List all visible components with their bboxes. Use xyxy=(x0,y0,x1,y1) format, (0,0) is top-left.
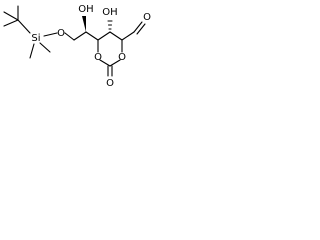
si-oxygen-bond xyxy=(43,32,58,37)
hydroxyl-left-label: OH xyxy=(78,4,93,15)
ring-oxygen-right-label: O xyxy=(118,52,126,63)
ring-c3-c4-bond xyxy=(97,31,111,41)
hydroxyl-right-label: OH xyxy=(102,7,117,18)
c5-cho-bond xyxy=(121,31,135,41)
silicon-label: Si xyxy=(31,33,40,44)
aldehyde-double-bond-b xyxy=(136,23,146,35)
molecule-diagram: Si O OH OH O O O O xyxy=(3,4,151,89)
c2-c3-bond xyxy=(85,31,99,41)
structure-canvas: Si O OH OH O O O O xyxy=(0,0,156,92)
ch2-c2-bond xyxy=(73,31,87,41)
carbonyl-oxygen-label: O xyxy=(106,78,114,89)
ring-o-carbonyl-bond-right xyxy=(109,59,121,67)
ring-oxygen-left-label: O xyxy=(94,52,102,63)
tbutyl-si-bond xyxy=(17,19,31,34)
si-methyl-bond-1 xyxy=(29,43,35,59)
aldehyde-double-bond-a xyxy=(133,21,143,33)
ring-carbonyl-o-bond-left xyxy=(99,59,111,67)
tbutyl-methyl-bond-2 xyxy=(3,19,19,27)
ring-c4-c5-bond xyxy=(109,31,123,41)
c4-oh-hash xyxy=(107,20,113,30)
ether-oxygen-label: O xyxy=(57,28,65,39)
si-methyl-bond-2 xyxy=(39,42,51,53)
oxygen-ch2-bond xyxy=(64,32,75,41)
aldehyde-oxygen-label: O xyxy=(143,12,151,23)
tbutyl-methyl-bond-1 xyxy=(3,11,19,21)
c2-oh-wedge xyxy=(82,16,86,32)
